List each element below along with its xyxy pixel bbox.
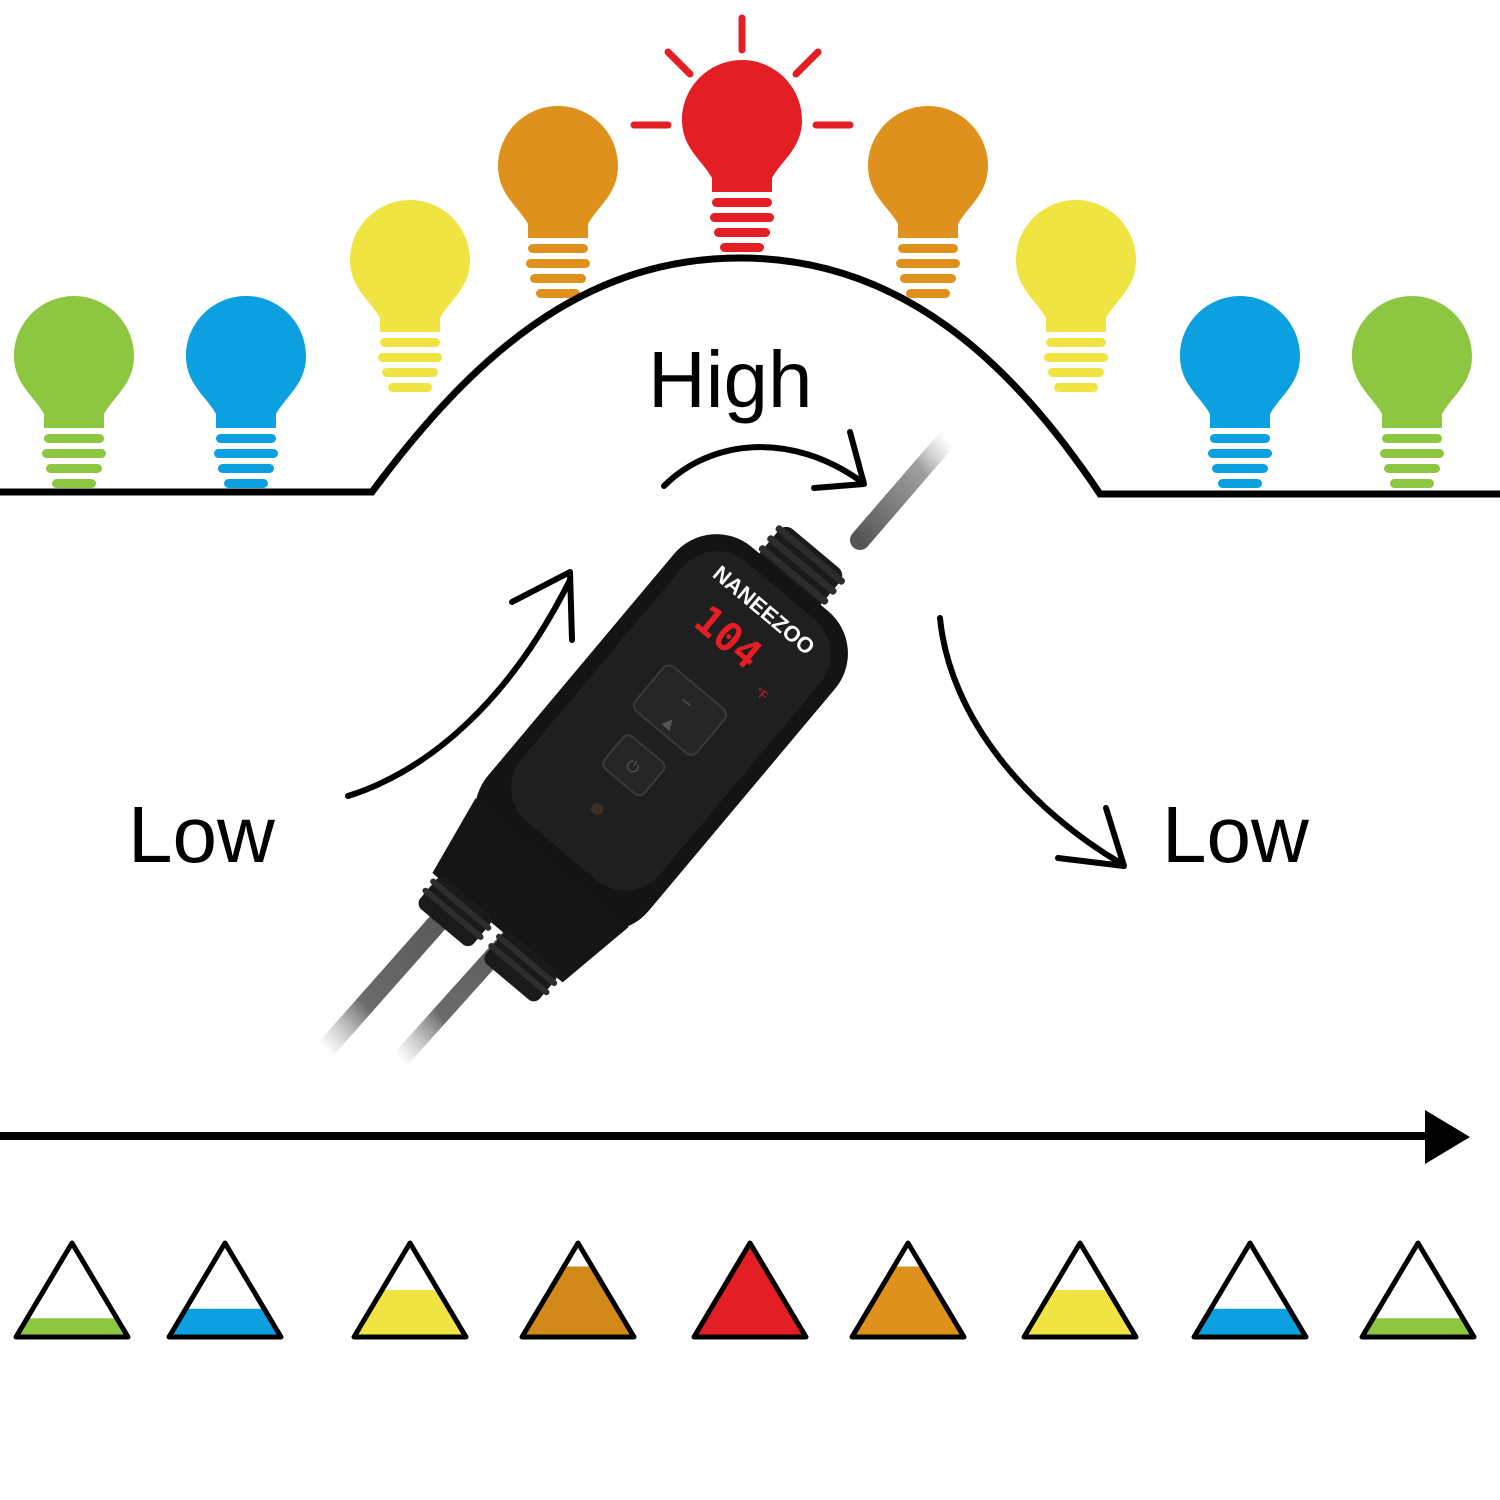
indicator-led [591, 802, 604, 815]
arrow-peak [661, 444, 865, 489]
set-button[interactable] [600, 732, 667, 798]
heat-level-outline [351, 1240, 469, 1340]
heat-level-fill [852, 1266, 964, 1337]
heat-level-fill [354, 1290, 466, 1337]
light-bulb-icon [350, 200, 470, 392]
heat-level-fill [1194, 1308, 1306, 1337]
arrow-rising [345, 577, 573, 799]
heat-level-outline [1359, 1240, 1477, 1340]
light-bulb-icon [498, 106, 618, 298]
light-bulb-icon [1352, 296, 1472, 488]
heat-level-fill [1024, 1290, 1136, 1337]
heat-level-triangle [1359, 1240, 1477, 1340]
heat-level-triangle [519, 1240, 637, 1340]
light-bulb-icon [14, 296, 134, 488]
heat-level-triangle [849, 1240, 967, 1340]
heat-level-fill [522, 1266, 634, 1337]
heat-level-triangle [691, 1240, 809, 1340]
heat-level-fill [169, 1308, 281, 1337]
arrow-rising-head [509, 569, 575, 643]
heat-level-fill [1362, 1318, 1474, 1337]
arrow-peak-head [811, 429, 867, 491]
light-bulb-icon [186, 296, 306, 488]
temperature-curve [0, 254, 1500, 498]
curved-arrows [345, 429, 1127, 869]
heat-level-triangle [351, 1240, 469, 1340]
adjust-button[interactable] [631, 662, 730, 758]
power-cable-top [850, 428, 958, 550]
arrow-falling [937, 615, 1125, 867]
light-bulb-icon [1180, 296, 1300, 488]
heat-level-outline [13, 1240, 131, 1340]
heat-level-indicators [13, 1240, 1477, 1340]
glowing-light-bulb-icon [682, 60, 802, 252]
heat-level-outline [166, 1240, 284, 1340]
glow-rays [630, 14, 854, 129]
heat-level-triangle [1191, 1240, 1309, 1340]
high-label: High [648, 335, 813, 424]
heat-level-fill [16, 1318, 128, 1337]
heat-level-outline [849, 1240, 967, 1340]
axis-arrowhead [1425, 1110, 1470, 1164]
low-label-left: Low [128, 790, 275, 879]
arrow-falling-head [1055, 805, 1127, 869]
heat-level-outline [1021, 1240, 1139, 1340]
time-axis [0, 1110, 1470, 1164]
heat-level-outline [519, 1240, 637, 1340]
heat-level-triangle [166, 1240, 284, 1340]
light-bulb-icon [868, 106, 988, 298]
low-label-right: Low [1162, 790, 1309, 879]
power-cable-left [317, 913, 448, 1057]
heat-level-outline [691, 1240, 809, 1340]
heat-level-outline [1191, 1240, 1309, 1340]
heat-level-triangle [1021, 1240, 1139, 1340]
heat-level-triangle [13, 1240, 131, 1340]
thermostat-controller: NANEEZOO 104 °F − ▲ ⏻ [317, 428, 958, 1067]
heat-level-fill [694, 1243, 806, 1337]
light-bulb-icon [1016, 200, 1136, 392]
